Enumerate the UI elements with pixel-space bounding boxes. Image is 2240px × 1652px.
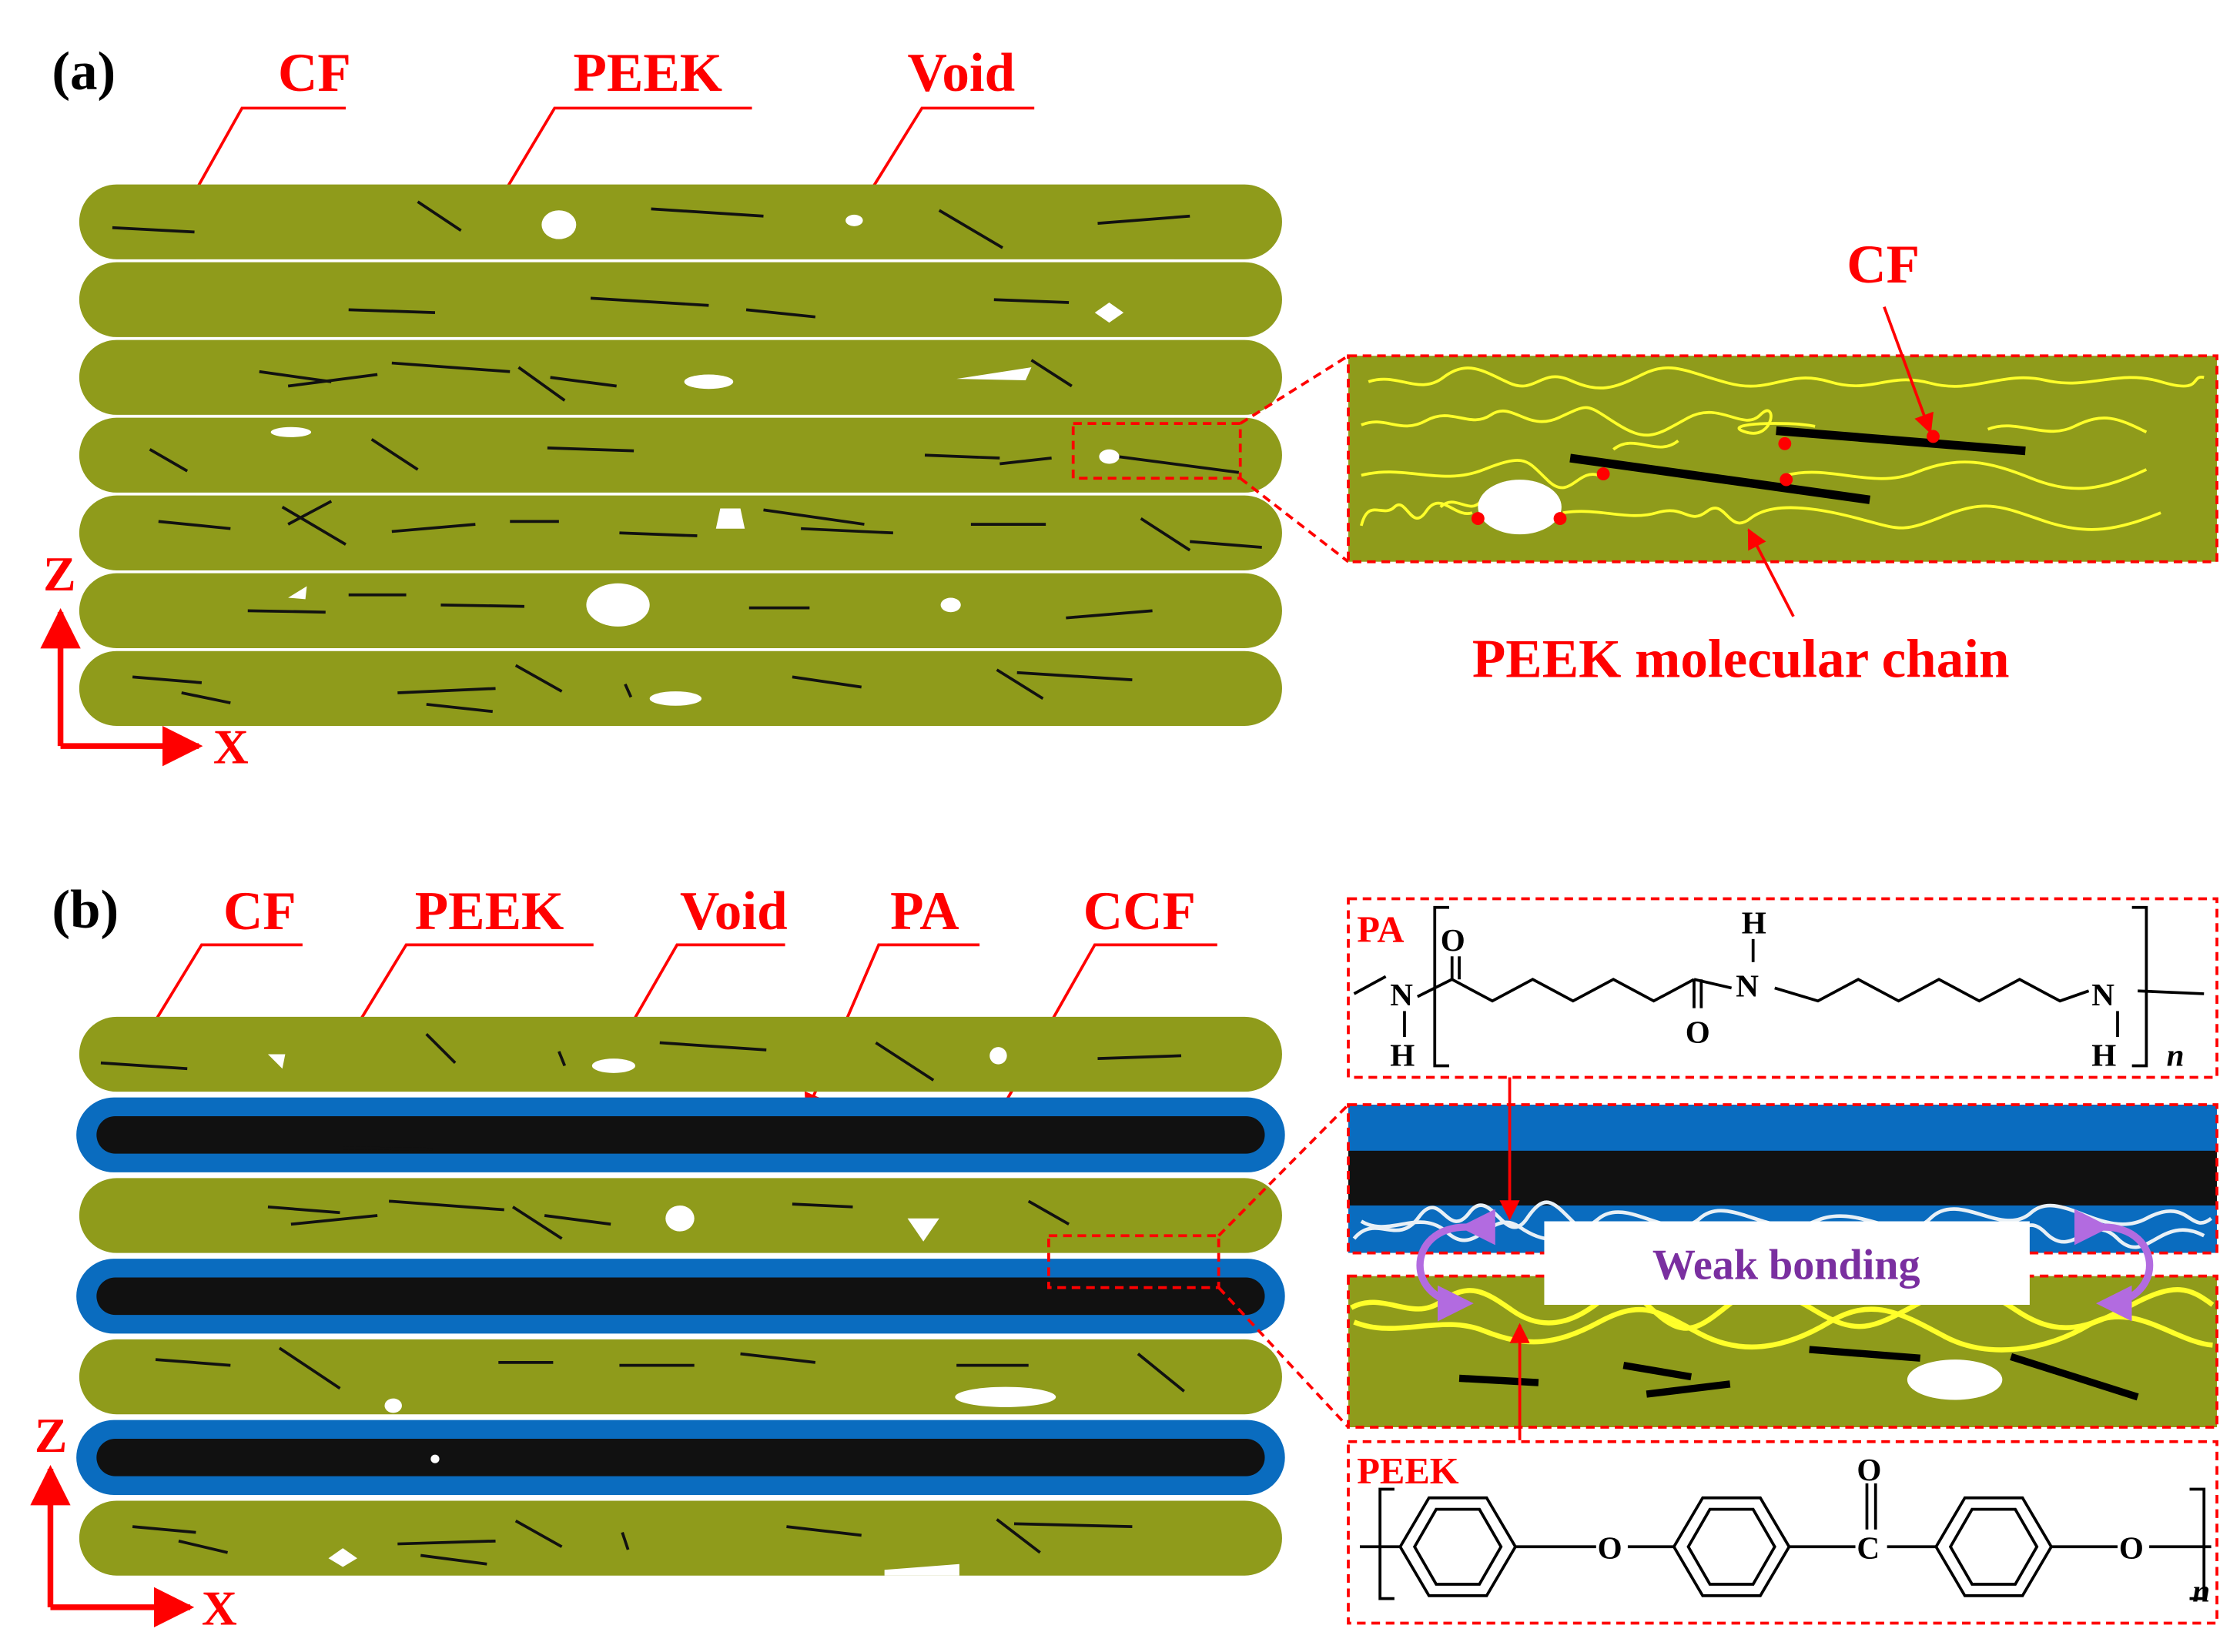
panel-a: (a) CF PEEK Void [40, 42, 2218, 774]
svg-text:C: C [1857, 1530, 1880, 1565]
interface-inset: Weak bonding [1347, 1077, 2218, 1440]
bond-arrow-left [1416, 1209, 1495, 1322]
svg-text:H: H [2091, 1037, 2116, 1072]
svg-text:O: O [1857, 1452, 1881, 1487]
axes-b: Z X [30, 1408, 237, 1635]
svg-text:H: H [1742, 905, 1766, 940]
label-cf: CF [278, 43, 351, 103]
svg-text:O: O [1441, 922, 1465, 958]
panel-a-letter: (a) [52, 42, 116, 102]
pa-structure: PA O N H H N O [1347, 897, 2218, 1079]
carbon-fiber [1569, 453, 1870, 504]
inset-arrow-cf [1883, 306, 1934, 434]
bond-arrow-right [2074, 1209, 2154, 1322]
label-void: Void [908, 43, 1016, 103]
peek-atoms: O O C O n [1598, 1452, 2211, 1608]
svg-text:n: n [2192, 1573, 2210, 1608]
label-pa: PA [890, 881, 959, 941]
ccf-core [96, 1115, 1265, 1154]
peek-layer [79, 1500, 1282, 1576]
label-cf: CF [223, 881, 296, 941]
pa-bonds [1353, 905, 2205, 1068]
peek-layer [79, 339, 1282, 415]
axis-x-label: X [202, 1580, 237, 1635]
axis-z-label: Z [35, 1408, 67, 1463]
svg-text:n: n [2167, 1037, 2185, 1072]
peek-bonds [1359, 1483, 2212, 1600]
short-fibers-b [100, 1032, 1185, 1566]
panel-b: (b) CF PEEK Void PA CCF [30, 880, 2218, 1635]
peek-layer [79, 417, 1282, 493]
peek-layer [79, 495, 1282, 570]
inset-a-border [1347, 354, 2218, 563]
short-fibers-a [112, 200, 1262, 714]
peek-structure-name: PEEK [1357, 1450, 1459, 1492]
zoom-connector [1217, 1286, 1350, 1429]
weak-bonding-label: Weak bonding [1652, 1241, 1920, 1289]
peek-layer [79, 1016, 1282, 1092]
peek-layer [79, 573, 1282, 648]
svg-text:O: O [2119, 1530, 2144, 1565]
label-void: Void [680, 881, 788, 941]
svg-text:H: H [1390, 1037, 1415, 1072]
pa-structure-name: PA [1357, 909, 1404, 951]
voids-b [267, 1047, 1056, 1576]
zoom-connector [1217, 1103, 1350, 1237]
inset-arrow-chain [1747, 528, 1795, 617]
svg-text:N: N [1390, 977, 1413, 1012]
layers-b [76, 1016, 1285, 1576]
layers-a [79, 184, 1282, 726]
zoom-region-b [1047, 1234, 1220, 1289]
pa-structure-box [1347, 897, 2218, 1079]
peek-layer [79, 1339, 1282, 1415]
peek-layer [79, 650, 1282, 726]
zoom-region-a [1071, 422, 1242, 480]
peek-structure: PEEK O O [1347, 1440, 2218, 1625]
axis-z-label: Z [43, 547, 75, 601]
svg-text:O: O [1686, 1015, 1710, 1050]
axes-a: Z X [40, 547, 249, 774]
svg-text:N: N [1736, 968, 1759, 1004]
zoom-connector [1239, 354, 1350, 425]
label-ccf: CCF [1083, 881, 1196, 941]
peek-layer [79, 262, 1282, 337]
axis-x-label: X [213, 720, 249, 774]
pa-atoms: O N H H N O N H n [1390, 905, 2184, 1072]
svg-text:O: O [1598, 1530, 1622, 1565]
void [1478, 480, 1562, 535]
panel-b-letter: (b) [52, 880, 119, 940]
svg-text:N: N [2091, 977, 2114, 1012]
inset-label-peek-chain: PEEK molecular chain [1472, 629, 2010, 689]
zoom-connector [1239, 477, 1350, 563]
inset-a: CF PEEK molecular chain [1347, 235, 2218, 689]
carbon-fiber [1776, 426, 2026, 456]
inset-label-cf: CF [1847, 235, 1920, 295]
bonding-points [1471, 430, 1940, 526]
weak-bonding-box [1544, 1221, 2030, 1306]
peek-layer [79, 184, 1282, 259]
label-peek: PEEK [415, 881, 564, 941]
peek-molecular-chains [1360, 366, 2205, 531]
ccf-core [96, 1277, 1265, 1316]
ccf-core [96, 1438, 1265, 1476]
label-peek: PEEK [574, 43, 723, 103]
